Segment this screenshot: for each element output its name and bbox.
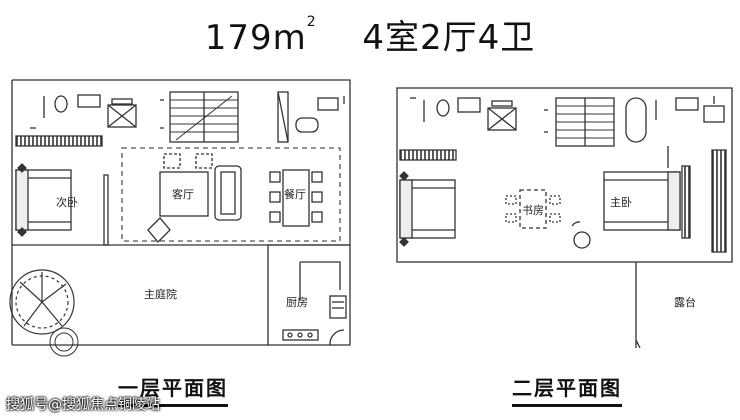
room-label-study: 书房 — [522, 204, 544, 217]
kitchen-wall — [268, 244, 351, 346]
round-chair — [573, 231, 591, 249]
room-label-living-room: 客厅 — [172, 187, 194, 201]
pendant-2 — [195, 153, 213, 169]
courtyard-tree — [9, 269, 75, 335]
layout-summary: 4室2厅4卫 — [362, 18, 536, 58]
living-dining-zone — [121, 147, 341, 242]
floor2-caption: 二层平面图 — [512, 372, 622, 407]
plan-title: 179m2 4室2厅4卫 — [0, 10, 740, 59]
study-desk — [519, 189, 547, 229]
kitchen-cabinet — [329, 295, 347, 319]
room-label-terrace: 露台 — [674, 295, 696, 309]
room-label-dining-room: 餐厅 — [284, 187, 306, 201]
floor1-caption-underline — [118, 404, 228, 407]
bathtub — [625, 97, 647, 143]
room-label-secondary-bedroom: 次卧 — [56, 195, 78, 209]
shrub — [49, 327, 79, 357]
watermark: 搜狐号@搜狐焦点铜陵站 — [6, 397, 160, 413]
area-value: 179m — [204, 18, 307, 58]
room-label-main-courtyard: 主庭院 — [144, 287, 177, 301]
armchair — [147, 217, 171, 243]
floor2-caption-text: 二层平面图 — [512, 376, 622, 400]
floor1-caption-text: 一层平面图 — [118, 376, 228, 400]
floor2-plan — [396, 87, 733, 349]
sofa — [214, 165, 242, 221]
floor1-plan — [9, 79, 351, 357]
room-label-kitchen: 厨房 — [286, 296, 308, 309]
room-label-master-bedroom: 主卧 — [610, 196, 632, 209]
pendant-1 — [163, 153, 181, 169]
floor2-caption-underline — [512, 404, 622, 407]
coffee-table — [159, 171, 209, 217]
kitchen-counter — [282, 329, 319, 341]
area-unit-superscript: 2 — [306, 14, 317, 30]
dining-table — [282, 169, 310, 227]
floor2-outer-wall — [396, 87, 733, 263]
floor1-caption: 一层平面图 — [118, 372, 228, 407]
